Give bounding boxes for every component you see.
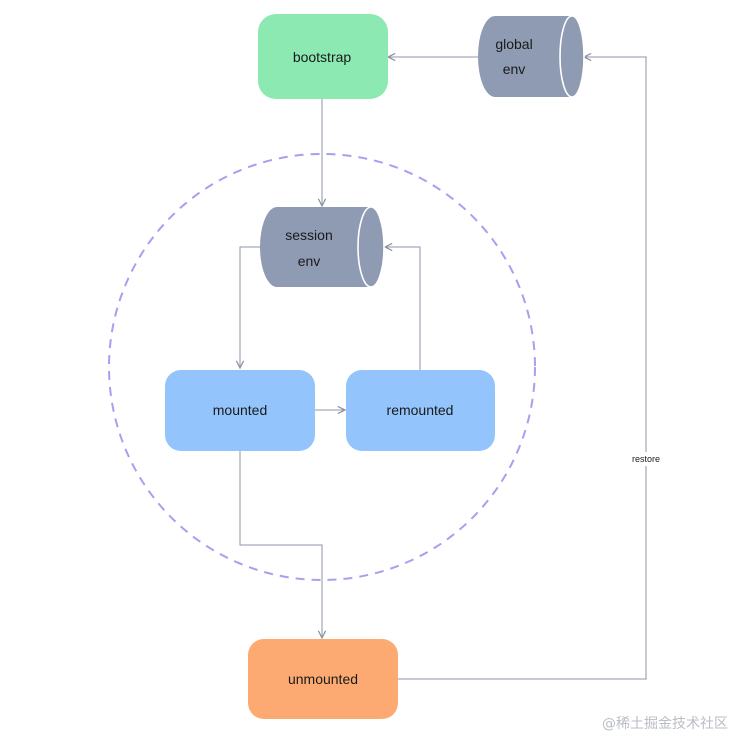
restore-label-bg (628, 452, 664, 466)
global-env-label-line1: global (495, 36, 532, 52)
edge-remounted-to-session-env (385, 247, 421, 370)
bootstrap-label: bootstrap (293, 49, 352, 65)
unmounted-label: unmounted (288, 671, 358, 687)
edge-unmounted-restore-global-env (398, 57, 647, 680)
edge-session-env-to-mounted (240, 246, 262, 368)
global-env-node[interactable]: global env (478, 15, 585, 98)
remounted-node[interactable]: remounted (346, 370, 495, 451)
watermark: @稀土掘金技术社区 (602, 716, 728, 732)
edge-mounted-to-unmounted (239, 451, 322, 638)
unmounted-node[interactable]: unmounted (248, 639, 398, 719)
session-env-node[interactable]: session env (260, 206, 385, 288)
session-scope-circle (108, 153, 536, 581)
global-env-label-line2: env (503, 61, 526, 77)
session-env-label-line1: session (285, 227, 332, 243)
mounted-label: mounted (213, 402, 267, 418)
bootstrap-node[interactable]: bootstrap (258, 14, 388, 99)
mounted-node[interactable]: mounted (165, 370, 315, 451)
session-env-label-line2: env (298, 253, 321, 269)
restore-label: restore (632, 454, 660, 464)
edges (239, 57, 647, 680)
remounted-label: remounted (387, 402, 454, 418)
